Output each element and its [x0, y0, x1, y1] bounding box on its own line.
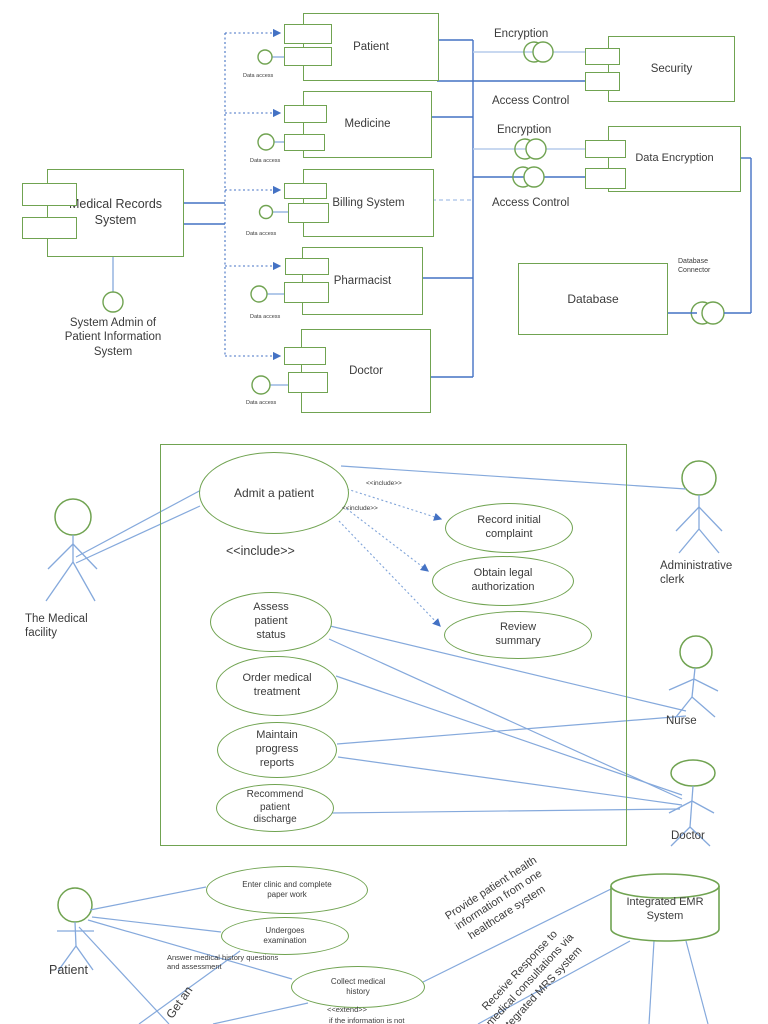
- emr-cylinder: [610, 873, 720, 942]
- usecase-associations: [75, 465, 687, 814]
- actor-label-doctor: Doctor: [671, 830, 705, 842]
- usecase-label: Undergoes examination: [263, 926, 307, 945]
- admin-lollipop-icon: [102, 291, 124, 313]
- dashed-dependency-bus: [224, 28, 282, 361]
- usecase-label: Assess patient status: [253, 601, 289, 641]
- component-label: Doctor: [349, 364, 383, 377]
- usecase-label: Record initial complaint: [477, 514, 541, 540]
- component-label: Patient: [353, 40, 389, 53]
- port: [585, 48, 620, 65]
- usecase-label: Admit a patient: [233, 485, 315, 500]
- usecase-obtain-legal-authorization: Obtain legal authorization: [432, 556, 574, 606]
- usecase-maintain-progress-reports: Maintain progress reports: [217, 722, 337, 778]
- component-label: Data Encryption: [635, 152, 714, 165]
- usecase-record-initial-complaint: Record initial complaint: [445, 503, 573, 553]
- port: [284, 24, 332, 44]
- interface-label: Data access: [243, 73, 274, 79]
- component-label: Security: [650, 62, 693, 75]
- actor-label-patient: Patient: [49, 963, 88, 977]
- extend-condition-label: if the information is not: [329, 1016, 405, 1024]
- usecase-undergoes-examination: Undergoes examination: [221, 917, 349, 955]
- component-security: Security: [608, 36, 735, 102]
- port: [22, 217, 77, 239]
- admin-interface-label: System Admin of Patient Information Syst…: [64, 317, 162, 358]
- note-answer-medical-history: Answer medical history questions and ass…: [167, 953, 279, 972]
- actor-figure-medical-facility: [45, 498, 98, 602]
- component-database: Database: [518, 263, 668, 335]
- port: [585, 140, 626, 158]
- usecase-admit-a-patient: Admit a patient: [199, 452, 349, 534]
- usecase-label: Obtain legal authorization: [471, 567, 535, 593]
- interface-label-encryption: Encryption: [497, 124, 552, 136]
- component-label: Database: [567, 291, 619, 306]
- component-doctor: Doctor: [301, 329, 431, 413]
- encryption-socket-icon: [532, 41, 554, 63]
- component-data-encryption: Data Encryption: [608, 126, 741, 192]
- usecase-label: Collect medical history: [330, 977, 386, 996]
- interface-label-encryption: Encryption: [494, 28, 549, 40]
- actor-label-clerk: Administrative clerk: [660, 560, 733, 587]
- actor-label-nurse: Nurse: [666, 715, 697, 727]
- encryption2-socket-icon: [525, 138, 547, 160]
- port: [285, 258, 329, 275]
- interface-label-access-control: Access Control: [492, 197, 570, 209]
- interface-label-access-control: Access Control: [492, 95, 570, 107]
- usecase-order-medical-treatment: Order medical treatment: [216, 656, 338, 716]
- usecase-assess-patient-status: Assess patient status: [210, 592, 332, 652]
- port: [585, 72, 620, 91]
- system-boundary: [160, 444, 627, 846]
- actor-figure-clerk: [675, 460, 723, 554]
- usecase-label: Order medical treatment: [242, 672, 312, 698]
- extend-label: <<extend>>: [327, 1005, 368, 1014]
- usecase-label: Recommend patient discharge: [246, 789, 304, 826]
- port: [284, 282, 329, 303]
- actor-figure-doctor: [668, 759, 716, 847]
- include-label: <<include>>: [366, 480, 402, 487]
- database-connector-label: Database Connector: [678, 258, 711, 274]
- port: [585, 168, 626, 189]
- usecase-collect-medical-history: Collect medical history: [291, 966, 425, 1008]
- component-label: Pharmacist: [333, 274, 392, 287]
- actor-figure-nurse: [668, 635, 719, 718]
- actor-label-medical-facility: The Medical facility: [25, 613, 88, 640]
- port: [284, 105, 327, 123]
- lollipop-circles: [102, 49, 275, 395]
- port: [288, 372, 328, 393]
- db-connector-lines: [666, 157, 752, 314]
- port: [284, 47, 332, 66]
- component-label: Medicine: [344, 118, 391, 131]
- port: [284, 183, 327, 199]
- datastore-label-emr: Integrated EMR System: [626, 896, 704, 922]
- interface-label: Data access: [246, 231, 277, 237]
- socket-icons: [512, 41, 725, 325]
- include-label-big: <<include>>: [226, 544, 295, 558]
- usecase-label: Maintain progress reports: [255, 729, 299, 769]
- db-socket-icon: [701, 301, 725, 325]
- port: [284, 347, 326, 365]
- usecase-enter-clinic: Enter clinic and complete paper work: [206, 866, 368, 914]
- emr-associations: [78, 886, 709, 1024]
- port: [284, 134, 325, 151]
- usecase-recommend-patient-discharge: Recommend patient discharge: [216, 784, 334, 832]
- access-socket-icon: [523, 166, 545, 188]
- interface-label: Data access: [246, 400, 277, 406]
- include-label: <<include>>: [342, 505, 378, 512]
- port: [288, 203, 329, 223]
- port: [22, 183, 77, 206]
- interface-label: Data access: [250, 158, 281, 164]
- usecase-label: Enter clinic and complete paper work: [242, 880, 332, 899]
- interface-label: Data access: [250, 314, 281, 320]
- usecase-label: Review summary: [495, 621, 541, 647]
- component-label: Billing System: [332, 196, 405, 209]
- usecase-review-summary: Review summary: [444, 611, 592, 659]
- component-label: Medical Records System: [68, 197, 163, 227]
- actor-figure-patient: [57, 887, 94, 972]
- mrs-to-bus-lines: [182, 202, 225, 225]
- include-dependencies: [338, 488, 443, 627]
